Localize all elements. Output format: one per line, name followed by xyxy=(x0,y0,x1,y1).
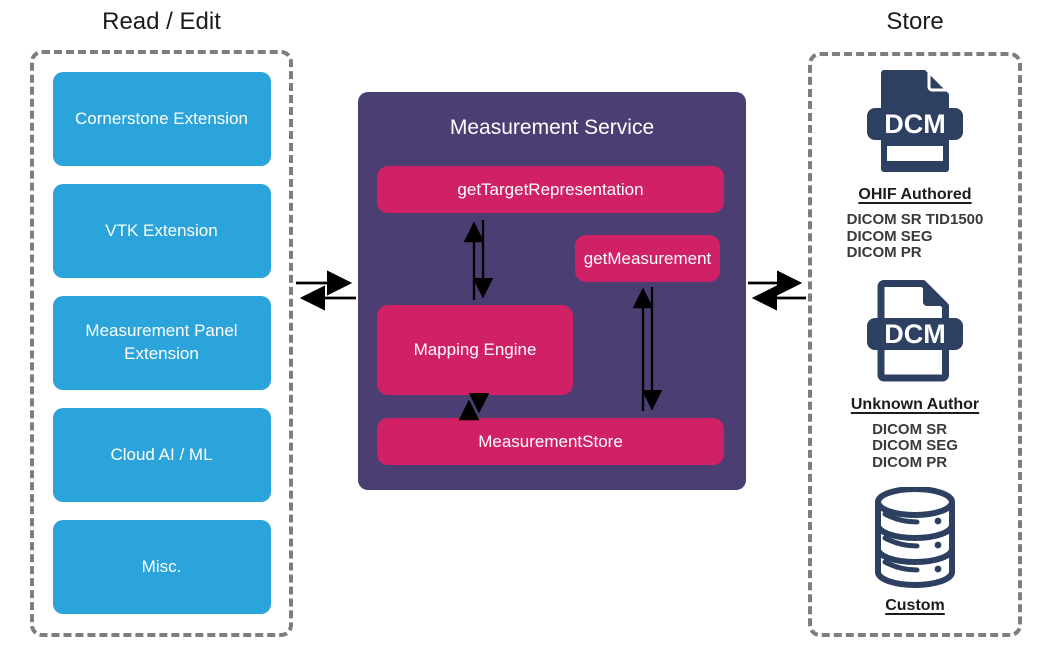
store-heading-ohif-authored: OHIF Authored xyxy=(858,186,972,203)
dcm-file-filled-icon: DCM xyxy=(866,70,963,172)
store-heading-custom: Custom xyxy=(885,597,945,614)
dcm-file-label: DCM xyxy=(884,109,946,139)
measurement-service-panel: Measurement Service getTargetRepresentat… xyxy=(358,92,746,490)
store-heading-unknown-author: Unknown Author xyxy=(850,395,980,413)
format-item: DICOM SR xyxy=(872,420,948,438)
format-item: DICOM PR xyxy=(846,244,922,261)
arrow-service-to-store xyxy=(748,270,806,311)
node-get-target-representation: getTargetRepresentation xyxy=(377,166,724,213)
store-format-list: DICOM SR DICOM SEG DICOM PR xyxy=(872,420,958,472)
read-edit-panel: Cornerstone Extension VTK Extension Meas… xyxy=(30,50,293,637)
store-panel: DCM OHIF Authored DICOM SR TID1500 DICOM… xyxy=(808,52,1022,637)
store-format-list: DICOM SR TID1500 DICOM SEG DICOM PR xyxy=(846,211,984,262)
store-title: Store xyxy=(886,8,944,35)
arrow-read-edit-to-service xyxy=(296,270,356,311)
store-group-ohif-authored: DCM OHIF Authored DICOM SR TID1500 DICOM… xyxy=(846,56,984,262)
extension-box-cloud-ai-ml: Cloud AI / ML xyxy=(52,408,271,502)
node-mapping-engine: Mapping Engine xyxy=(377,305,573,395)
extension-box-measurement-panel: Measurement Panel Extension xyxy=(52,296,271,390)
store-group-custom: Custom xyxy=(872,471,958,616)
extension-box-vtk: VTK Extension xyxy=(52,184,271,278)
database-icon xyxy=(875,487,955,588)
extension-box-misc: Misc. xyxy=(52,520,271,614)
dcm-file-label: DCM xyxy=(884,319,946,349)
extension-box-cornerstone: Cornerstone Extension xyxy=(52,72,271,166)
format-item: DICOM SEG xyxy=(872,437,958,454)
format-item: DICOM SR TID1500 xyxy=(846,211,984,228)
format-item: DICOM SEG xyxy=(846,227,933,245)
store-group-unknown-author: DCM Unknown Author DICOM SR DICOM SEG DI… xyxy=(851,262,979,472)
dcm-file-outline-icon: DCM xyxy=(867,279,963,381)
node-get-measurement: getMeasurement xyxy=(575,235,720,282)
node-measurement-store: MeasurementStore xyxy=(377,418,724,465)
measurement-service-title: Measurement Service xyxy=(449,116,655,139)
format-item: DICOM PR xyxy=(872,453,948,471)
read-edit-title: Read / Edit xyxy=(102,8,221,35)
